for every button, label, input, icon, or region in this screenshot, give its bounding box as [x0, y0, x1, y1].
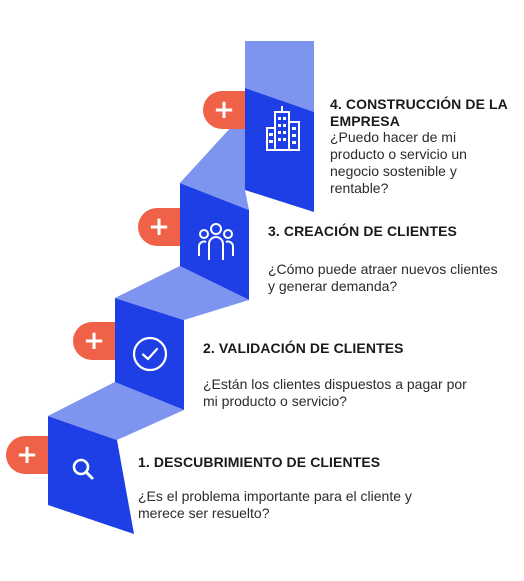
plus-badge-1: +	[6, 436, 48, 474]
stair-riser-3	[180, 183, 249, 300]
step-2-description: ¿Están los clientes dispuestos a pagar p…	[203, 376, 467, 409]
search-icon	[72, 458, 94, 480]
stair-riser-2	[115, 298, 184, 410]
buildings-icon	[266, 106, 300, 151]
check-circle-icon	[132, 336, 168, 372]
stair-tread	[48, 382, 184, 440]
step-3-title: 3. CREACIÓN DE CLIENTES	[268, 223, 457, 239]
stair-tread	[180, 112, 249, 210]
step-3-description: ¿Cómo puede atraer nuevos clientes y gen…	[268, 261, 498, 294]
step-1-title: 1. DESCUBRIMIENTO DE CLIENTES	[138, 454, 381, 470]
step-4-title: 4. CONSTRUCCIÓN DE LA EMPRESA	[330, 96, 508, 129]
step-2-title: 2. VALIDACIÓN DE CLIENTES	[203, 340, 404, 356]
step-4-description: ¿Puedo hacer de mi producto o servicio u…	[330, 129, 467, 196]
plus-badge-3: +	[138, 208, 180, 246]
step-1-description: ¿Es el problema importante para el clien…	[138, 488, 412, 521]
plus-badge-2: +	[73, 322, 115, 360]
stair-tread	[245, 41, 314, 112]
people-icon	[198, 223, 234, 260]
plus-badge-4: +	[203, 91, 245, 129]
stair-tread	[115, 266, 249, 320]
